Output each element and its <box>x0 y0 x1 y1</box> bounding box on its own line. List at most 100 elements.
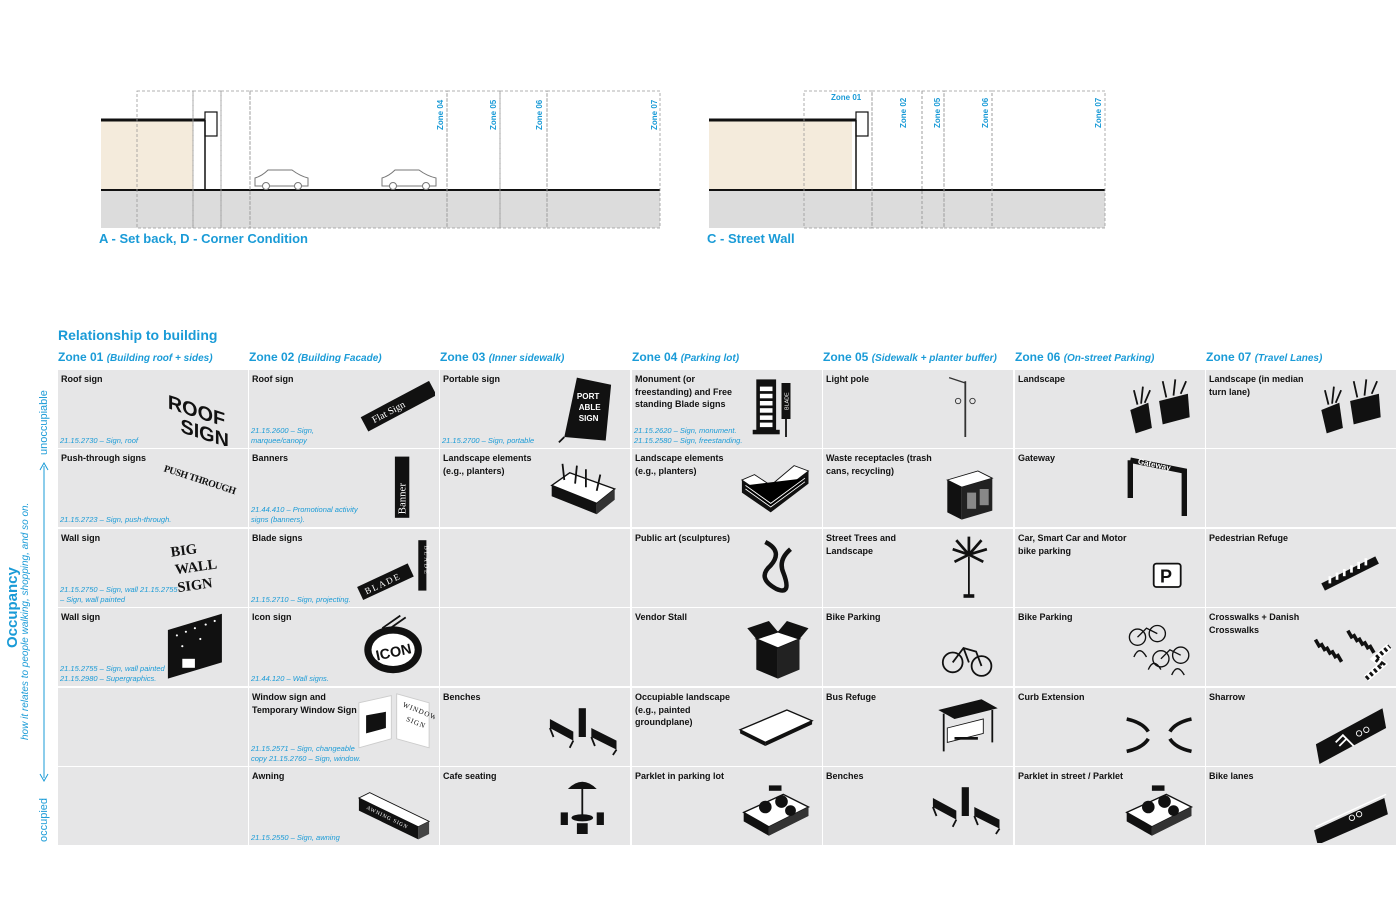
gateway-icon: Gateway <box>1127 457 1187 516</box>
matrix-cell <box>440 608 630 686</box>
matrix-cell: Landscape elements (e.g., planters) <box>440 449 630 527</box>
bike-lane-icon <box>1314 793 1388 843</box>
svg-text:PORT: PORT <box>577 392 600 401</box>
matrix-cell: Street Trees and Landscape <box>823 529 1013 607</box>
matrix-cell <box>1206 449 1396 527</box>
cell-code-reference: 21.44.120 – Wall signs. <box>251 673 329 683</box>
matrix-cell: Window sign and Temporary Window Sign 21.… <box>249 688 439 766</box>
matrix-cell: Curb Extension <box>1015 688 1205 766</box>
cell-title: Icon sign <box>252 612 292 622</box>
zone-label: Zone 06 <box>535 99 544 130</box>
planter-icon <box>1321 379 1381 434</box>
cell-title: Blade signs <box>252 533 303 543</box>
cell-code-reference: 21.15.2620 – Sign, monument. 21.15.2580 … <box>634 426 743 445</box>
matrix-cell: Sharrow <box>1206 688 1396 766</box>
cell-code-reference: 21.15.2710 – Sign, projecting. <box>251 594 351 604</box>
cell-code-reference: 21.15.2550 – Sign, awning <box>251 832 340 842</box>
cell-title: Cafe seating <box>443 771 497 781</box>
cell-title: Roof sign <box>252 374 294 384</box>
matrix-cell: Pedestrian Refuge <box>1206 529 1396 607</box>
zone-name: Zone 06 <box>1015 350 1061 364</box>
vendor-stall-icon <box>747 621 809 679</box>
axis-top-label: unoccupiable <box>38 390 50 455</box>
cell-title: Pedestrian Refuge <box>1209 533 1289 543</box>
zone-label: Zone 07 <box>1094 97 1103 128</box>
cell-code-reference: 21.15.2755 – Sign, wall painted 21.15.29… <box>60 664 165 683</box>
zone-heading: Zone 07 (Travel Lanes) <box>1206 350 1322 364</box>
right-section: Zone 01 Zone 02 Zone 05 Zone 06 Zone 07 <box>709 90 1106 229</box>
cell-title: Benches <box>826 771 864 781</box>
zone-description: (On-street Parking) <box>1063 353 1155 364</box>
cell-title: Parklet in parking lot <box>635 771 725 781</box>
axis-bottom-label: occupied <box>38 797 50 842</box>
cell-title: Vendor Stall <box>635 612 688 622</box>
zone-name: Zone 03 <box>440 350 486 364</box>
left-section: Zone 04 Zone 05 Zone 06 Zone 07 <box>101 90 661 229</box>
zone-name: Zone 01 <box>58 350 104 364</box>
zone-label: Zone 05 <box>933 97 942 128</box>
cell-title: Monument (or freestanding) and Free stan… <box>635 374 733 409</box>
cell-title: Light pole <box>826 374 869 384</box>
cell-title: Bike lanes <box>1209 771 1254 781</box>
svg-text:PUSH THROUGH: PUSH THROUGH <box>162 464 237 498</box>
svg-text:SIGN: SIGN <box>579 414 599 423</box>
cell-title: Landscape elements (e.g., planters) <box>635 453 724 476</box>
matrix-cell: Public art (sculptures) <box>632 529 822 607</box>
car-icon <box>254 169 309 190</box>
zone-heading: Zone 01 (Building roof + sides) <box>58 350 213 364</box>
matrix-cell: Bike lanes <box>1206 767 1396 845</box>
matrix-cell: Waste receptacles (trash cans, recycling… <box>823 449 1013 527</box>
matrix-cell: Landscape <box>1015 370 1205 448</box>
zone-label: Zone 05 <box>489 99 498 130</box>
light-pole-icon <box>948 376 976 437</box>
cell-title: Sharrow <box>1209 692 1246 702</box>
cell-title: Curb Extension <box>1018 692 1085 702</box>
matrix-cell: Bike Parking <box>823 608 1013 686</box>
cell-title: Window sign and Temporary Window Sign <box>252 692 357 715</box>
parklet-icon <box>1125 785 1194 836</box>
matrix-cell: Benches <box>823 767 1013 845</box>
cell-title: Landscape <box>1018 374 1066 384</box>
zone-description: (Sidewalk + planter buffer) <box>871 353 997 364</box>
cafe-seating-icon <box>560 781 604 834</box>
matrix-title: Relationship to building <box>58 327 218 343</box>
matrix-cell: Parklet in parking lot <box>632 767 822 845</box>
cell-title: Car, Smart Car and Motor bike parking <box>1018 533 1127 556</box>
svg-text:P: P <box>1160 567 1172 587</box>
matrix-cell: Parklet in street / Parklet <box>1015 767 1205 845</box>
matrix-cell <box>58 767 248 845</box>
push-through-sign-icon: PUSH THROUGH <box>162 464 237 498</box>
cell-title: Roof sign <box>61 374 103 384</box>
painted-groundplane-icon <box>738 709 814 746</box>
cell-title: Parklet in street / Parklet <box>1018 771 1124 781</box>
banner-icon: Banner <box>394 456 410 518</box>
svg-text:SIGN: SIGN <box>176 575 214 596</box>
zone-label: Zone 02 <box>899 97 908 128</box>
svg-text:BIG: BIG <box>170 541 198 561</box>
cell-title: Banners <box>252 453 289 463</box>
zone-label: Zone 04 <box>436 99 445 130</box>
zone-label: Zone 06 <box>981 97 990 128</box>
zone-description: (Building Facade) <box>297 353 382 364</box>
cell-code-reference: 21.15.2571 – Sign, changeable copy 21.15… <box>251 744 361 763</box>
matrix-cell: Bike Parking <box>1015 608 1205 686</box>
zone-name: Zone 02 <box>249 350 295 364</box>
cell-title: Wall sign <box>61 612 101 622</box>
crosswalk-icon <box>1313 629 1392 682</box>
matrix-cell <box>440 529 630 607</box>
cell-code-reference: 21.44.410 – Promotional activity signs (… <box>251 505 358 524</box>
svg-text:BLADE: BLADE <box>785 392 791 410</box>
cell-title: Portable sign <box>443 374 501 384</box>
zone-description: (Building roof + sides) <box>106 353 213 364</box>
matrix-cell: Blade signs 21.15.2710 – Sign, projecting… <box>249 529 439 607</box>
car-icon <box>381 169 437 190</box>
cell-title: Bus Refuge <box>826 692 877 702</box>
planter-icon <box>1130 379 1190 434</box>
